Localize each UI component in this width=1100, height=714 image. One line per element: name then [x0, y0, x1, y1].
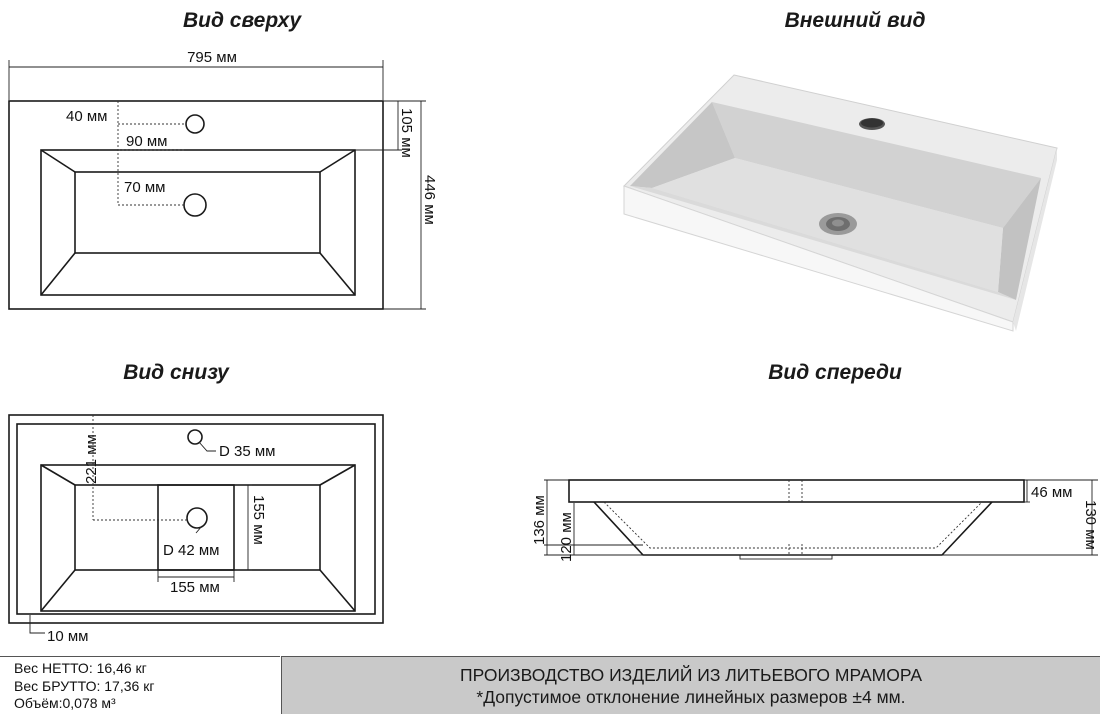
- width-label: 795 мм: [187, 49, 237, 66]
- weight-net: Вес НЕТТО: 16,46 кг: [14, 660, 147, 676]
- tap-hole-bottom: [187, 429, 203, 445]
- drain-hole-diameter-label: D 42 мм: [163, 542, 219, 559]
- title-top-view: Вид сверху: [183, 9, 302, 32]
- top-outline: [8, 100, 384, 310]
- manufacturer-banner: ПРОИЗВОДСТВО ИЗДЕЛИЙ ИЗ ЛИТЬЕВОГО МРАМОР…: [281, 656, 1100, 714]
- rim-height-label: 46 мм: [1031, 484, 1072, 501]
- footer: Вес НЕТТО: 16,46 кг Вес БРУТТО: 17,36 кг…: [0, 656, 1100, 714]
- total-height-left-label: 136 мм: [531, 495, 548, 545]
- title-exterior-view: Внешний вид: [785, 9, 926, 32]
- edge-label: 10 мм: [47, 628, 88, 645]
- bottom-inner-outline: [16, 423, 376, 615]
- drain-depth-label: 221 мм: [83, 434, 100, 484]
- tap-hole-diameter-label: D 35 мм: [219, 443, 275, 460]
- tap-offset-label: 40 мм: [66, 108, 107, 125]
- tap-to-bowl-label: 90 мм: [126, 133, 167, 150]
- tolerance-note: *Допустимое отклонение линейных размеров…: [476, 687, 906, 707]
- tap-hole: [185, 114, 205, 134]
- drain-offset-label: 70 мм: [124, 179, 165, 196]
- volume: Объём:0,078 м³: [14, 695, 116, 711]
- drain-hole-bottom: [186, 507, 208, 529]
- total-height-right-label: 130 мм: [1082, 500, 1099, 550]
- weight-gross: Вес БРУТТО: 17,36 кг: [14, 677, 155, 694]
- bottom-view: 221 мм D 35 мм D 42 мм 155 мм 155 мм 10 …: [8, 414, 384, 645]
- front-view: 136 мм 120 мм 46 мм 130 мм: [531, 479, 1099, 562]
- front-slab: [568, 479, 1025, 503]
- drain-hole: [183, 193, 207, 217]
- sink-render: [623, 74, 1058, 332]
- bowl-inner: [74, 171, 321, 254]
- drain-pad: [157, 484, 235, 571]
- title-bottom-view: Вид снизу: [123, 361, 230, 384]
- bowl-outer: [40, 149, 356, 296]
- pad-width-label: 155 мм: [170, 579, 220, 596]
- depth-label: 446 мм: [421, 175, 438, 225]
- bottom-outline: [8, 414, 384, 624]
- bowl-height-label: 120 мм: [558, 512, 575, 562]
- banner-headline: ПРОИЗВОДСТВО ИЗДЕЛИЙ ИЗ ЛИТЬЕВОГО МРАМОР…: [460, 665, 922, 685]
- top-view: 795 мм 40 мм 90 мм 70 мм 105 мм 446 мм: [8, 49, 438, 310]
- front-bowl: [593, 501, 993, 556]
- specs-box: Вес НЕТТО: 16,46 кг Вес БРУТТО: 17,36 кг…: [0, 656, 280, 714]
- rim-label: 105 мм: [398, 108, 415, 158]
- pad-height-label: 155 мм: [250, 495, 267, 545]
- bottom-bowl-outer: [40, 464, 356, 612]
- title-front-view: Вид спереди: [768, 361, 902, 384]
